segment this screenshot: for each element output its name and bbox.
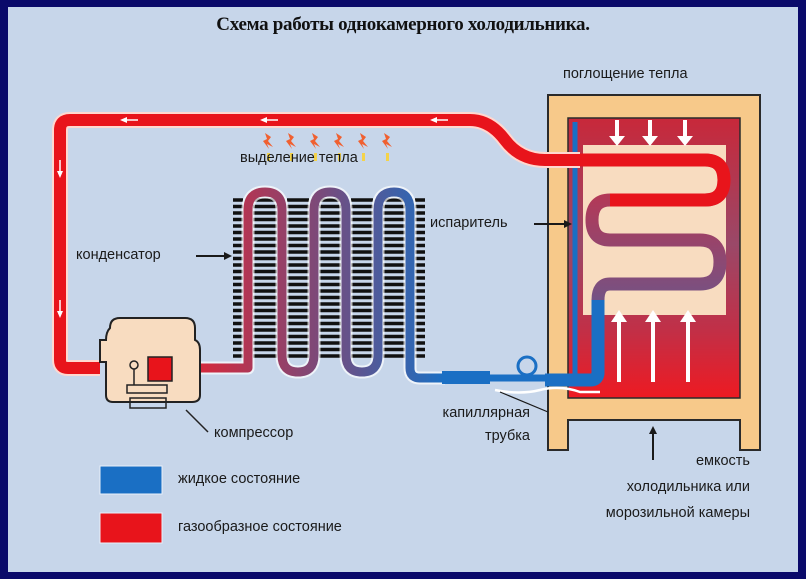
label-heat-release: выделение тепла [240,150,358,166]
legend-swatch-gas [99,512,163,544]
label-cabinet-line1: емкость [695,453,750,469]
legend-label-gas: газообразное состояние [178,519,342,535]
heat-absorption-arrows [609,120,693,146]
heat-release-flames [263,133,392,161]
legend-swatch-liquid [99,465,163,495]
label-capillary-line2: трубка [485,428,530,444]
compressor [99,317,209,433]
diagram-title: Схема работы однокамерного холодильника. [216,14,590,35]
filter-drier [442,371,490,384]
capillary-loop [516,355,538,377]
label-compressor: компрессор [214,425,294,441]
label-evaporator: испаритель [430,215,508,231]
label-cabinet-line2: холодильника или [626,479,750,495]
label-capillary-line1: капиллярная [442,405,530,421]
label-heat-absorption: поглощение тепла [563,66,688,82]
refrigerator-cabinet [547,94,761,451]
flow-arrows [57,117,448,318]
liquid-line [442,355,600,413]
label-pointers [196,220,657,460]
capillary-tube [494,386,600,394]
label-cabinet-line3: морозильной камеры [605,505,750,521]
cold-air-arrows [611,310,696,382]
label-condenser: конденсатор [76,247,161,263]
legend-label-liquid: жидкое состояние [178,471,301,487]
compressor-motor [147,356,173,382]
condenser-fins [233,198,425,358]
